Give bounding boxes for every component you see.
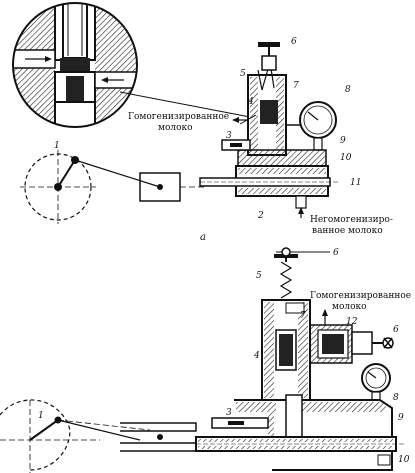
label-homogenized-a-line2: молоко bbox=[158, 123, 193, 133]
crank-mechanism-a bbox=[20, 150, 204, 224]
callout-b-7: 7 bbox=[300, 311, 306, 321]
crank-mechanism-b bbox=[0, 399, 197, 473]
callout-a-2: 2 bbox=[257, 211, 264, 221]
callout-b-8: 8 bbox=[393, 393, 399, 403]
callout-a-5: 5 bbox=[240, 69, 246, 79]
label-homogenized-a-line1: Гомогенизированное bbox=[128, 112, 229, 122]
label-raw-milk-line1: Негомогенизиро- bbox=[310, 215, 393, 225]
callout-a-6: 6 bbox=[291, 37, 297, 47]
callout-a-9: 9 bbox=[340, 136, 346, 146]
label-raw-milk-line2: ванное молоко bbox=[312, 226, 383, 236]
callout-a-11: 11 bbox=[350, 178, 361, 188]
callout-a-3: 3 bbox=[226, 131, 232, 141]
callout-a-1: 1 bbox=[54, 141, 60, 151]
callout-b-9: 9 bbox=[398, 413, 404, 423]
callout-b-3: 3 bbox=[226, 408, 232, 418]
figure-a: Гомогенизированное молоко Негомогенизиро… bbox=[12, 2, 393, 243]
valve-detail-magnified bbox=[12, 2, 138, 128]
caption-a: а bbox=[200, 232, 206, 243]
callout-b-5: 5 bbox=[256, 271, 262, 281]
pump-body-a bbox=[199, 42, 340, 218]
callout-a-8: 8 bbox=[345, 85, 351, 95]
callout-b-6-side: 6 bbox=[393, 325, 399, 335]
label-homogenized-b-line2: молоко bbox=[332, 302, 367, 312]
callout-b-6-top: 6 bbox=[333, 248, 339, 258]
callout-a-4: 4 bbox=[247, 97, 254, 107]
pump-body-b bbox=[195, 247, 405, 471]
callout-b-12: 12 bbox=[346, 317, 358, 327]
label-homogenized-b-line1: Гомогенизированное bbox=[310, 291, 411, 301]
detail-pointer-line bbox=[119, 91, 251, 118]
callout-a-10: 10 bbox=[340, 153, 352, 163]
callout-b-10: 10 bbox=[398, 455, 410, 465]
callout-a-7: 7 bbox=[293, 81, 299, 91]
callout-b-1: 1 bbox=[38, 411, 44, 421]
figure-b: Гомогенизированное молоко 1 3 4 5 6 6 7 … bbox=[0, 247, 411, 473]
callout-b-4: 4 bbox=[253, 351, 260, 361]
